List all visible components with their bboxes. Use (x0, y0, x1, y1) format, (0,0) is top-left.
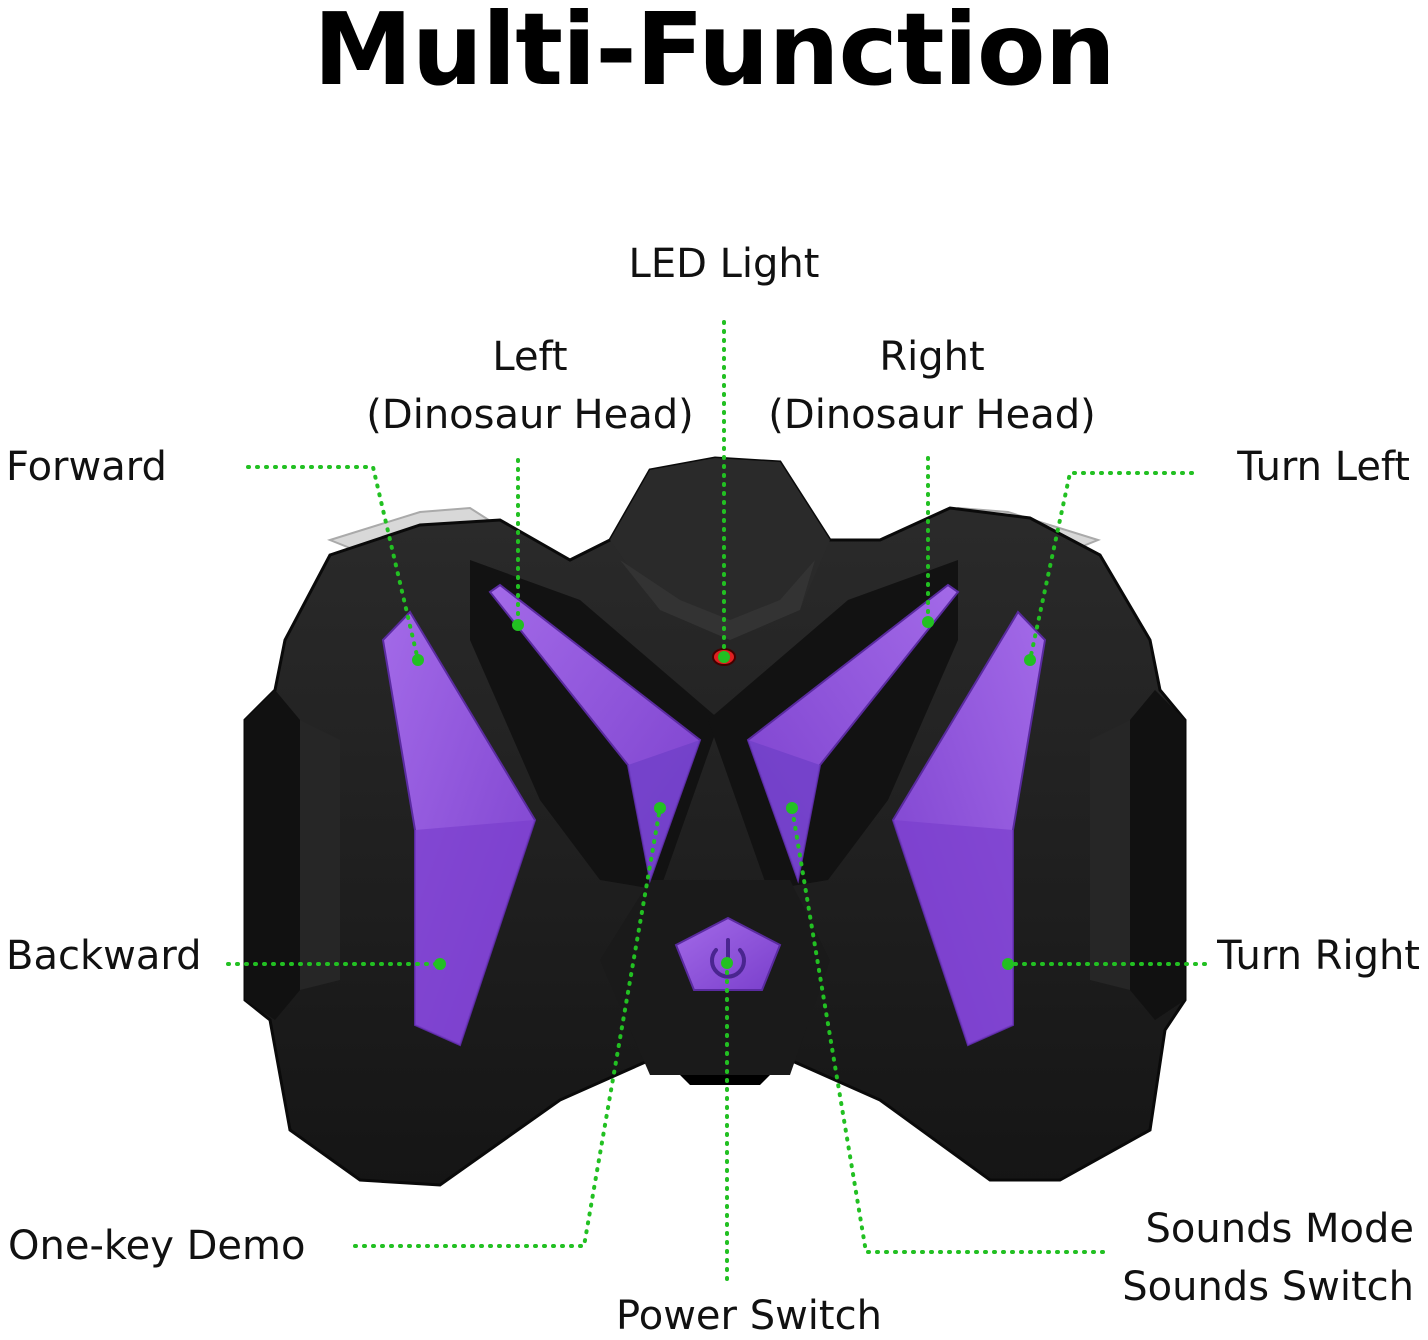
label-right-head-line2: (Dinosaur Head) (768, 392, 1096, 438)
label-one-key-demo: One-key Demo (8, 1223, 306, 1269)
label-sounds-mode: Sounds Mode (1145, 1206, 1415, 1252)
power-icon (710, 938, 746, 979)
leader-sounds (790, 806, 1105, 1254)
leader-dots (412, 616, 1036, 970)
label-turn-right: Turn Right (1217, 933, 1420, 979)
label-right-head-line1: Right (879, 334, 985, 380)
label-backward: Backward (6, 933, 202, 979)
label-left-head-line1: Left (492, 334, 568, 380)
label-left-head-line2: (Dinosaur Head) (366, 392, 694, 438)
label-forward: Forward (6, 444, 167, 490)
controller-body (243, 456, 1187, 1187)
label-turn-left: Turn Left (1237, 444, 1410, 490)
label-power-switch: Power Switch (616, 1293, 882, 1339)
label-led-light: LED Light (628, 241, 820, 287)
leader-lines (226, 320, 1207, 1284)
power-button[interactable] (674, 916, 782, 991)
label-sounds-switch: Sounds Switch (1122, 1264, 1414, 1310)
leader-forward (246, 465, 420, 662)
page-title: Multi-Function (313, 0, 1116, 108)
